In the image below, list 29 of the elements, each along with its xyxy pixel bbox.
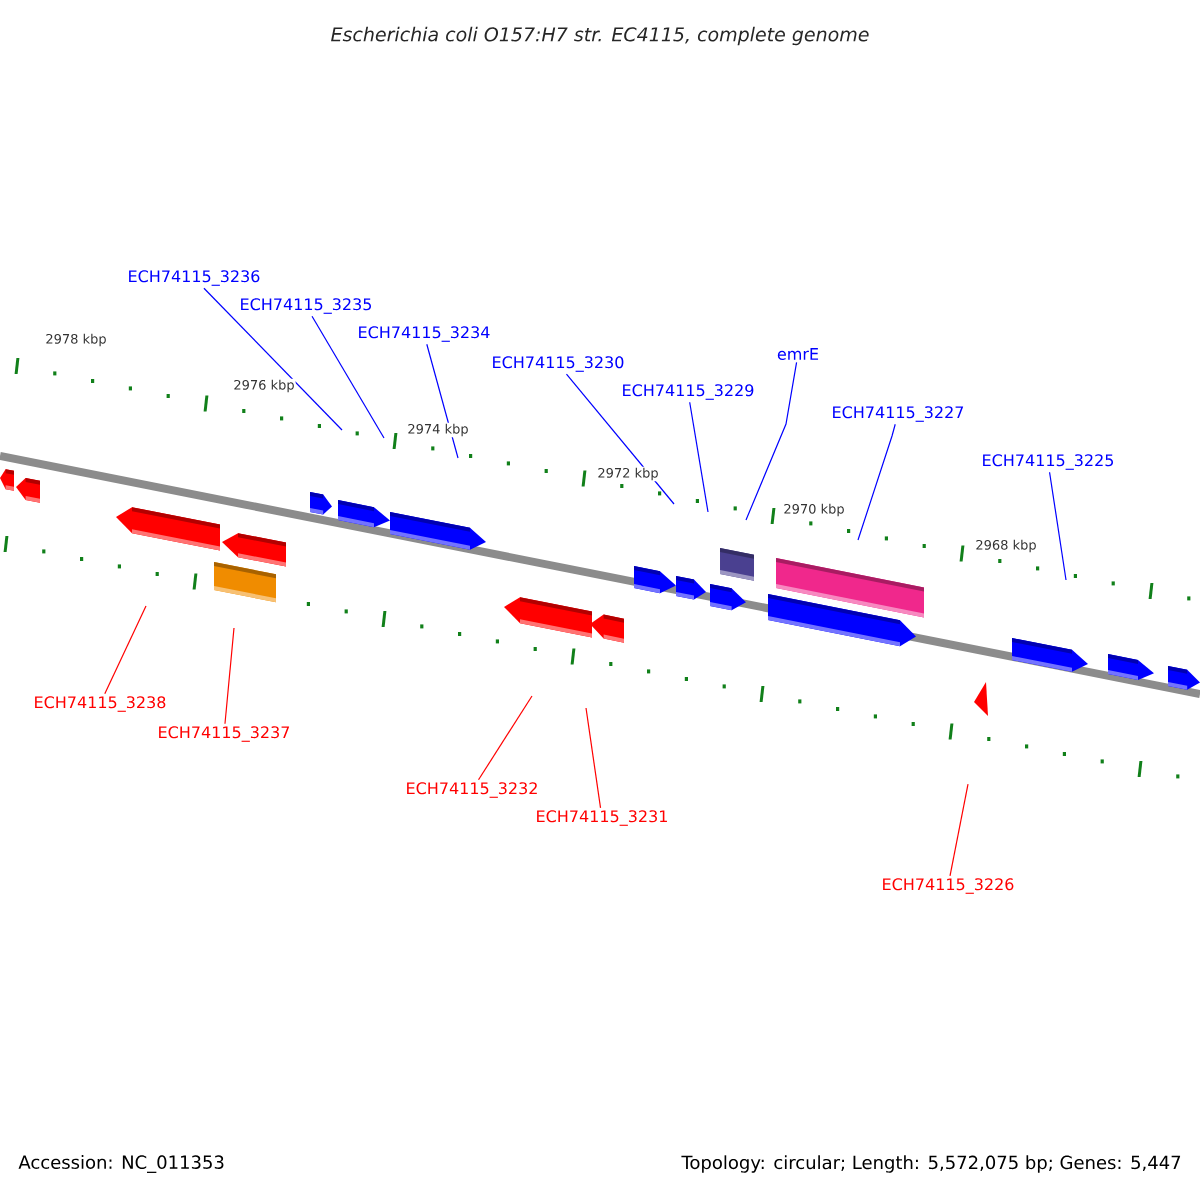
- title: Escherichia coli O157:H7 str. EC4115, complete genome: [331, 26, 869, 46]
- accession-text: Accession: NC_011353: [18, 1155, 224, 1173]
- leader-line: [203, 287, 343, 431]
- gene-label: ECH74115_3227: [833, 406, 964, 422]
- gene-label: emrE: [777, 348, 819, 360]
- gene-label: ECH74115_3232: [407, 782, 537, 798]
- gene-label: ECH74115_3231: [537, 810, 667, 826]
- gene-label: ECH74115_3236: [129, 270, 260, 286]
- gene-label: ECH74115_3234: [359, 326, 490, 342]
- gene-label: ECH74115_3225: [983, 454, 1114, 470]
- gene-label: ECH74115_3237: [159, 726, 290, 742]
- leader-line: [565, 373, 675, 505]
- leader-line: [745, 361, 798, 521]
- leader-line: [949, 783, 969, 877]
- leader-line: [477, 695, 533, 781]
- gene-label: ECH74115_3230: [493, 356, 624, 372]
- gene-label: ECH74115_3229: [623, 384, 754, 400]
- leader-line: [224, 627, 235, 725]
- leader-line: [857, 423, 896, 541]
- leader-line: [1048, 471, 1067, 581]
- gene-label: ECH74115_3238: [35, 696, 166, 712]
- leader-line: [311, 315, 385, 439]
- genome-info-text: Topology: circular; Length: 5,572,075 bp; Genes: 5,447: [681, 1155, 1181, 1173]
- gene-label: ECH74115_3235: [241, 298, 372, 314]
- gene-label: ECH74115_3226: [883, 878, 1014, 894]
- leader-line: [689, 401, 709, 513]
- leader-line: [104, 605, 147, 695]
- leader-line: [585, 707, 602, 809]
- leader-line: [426, 343, 459, 459]
